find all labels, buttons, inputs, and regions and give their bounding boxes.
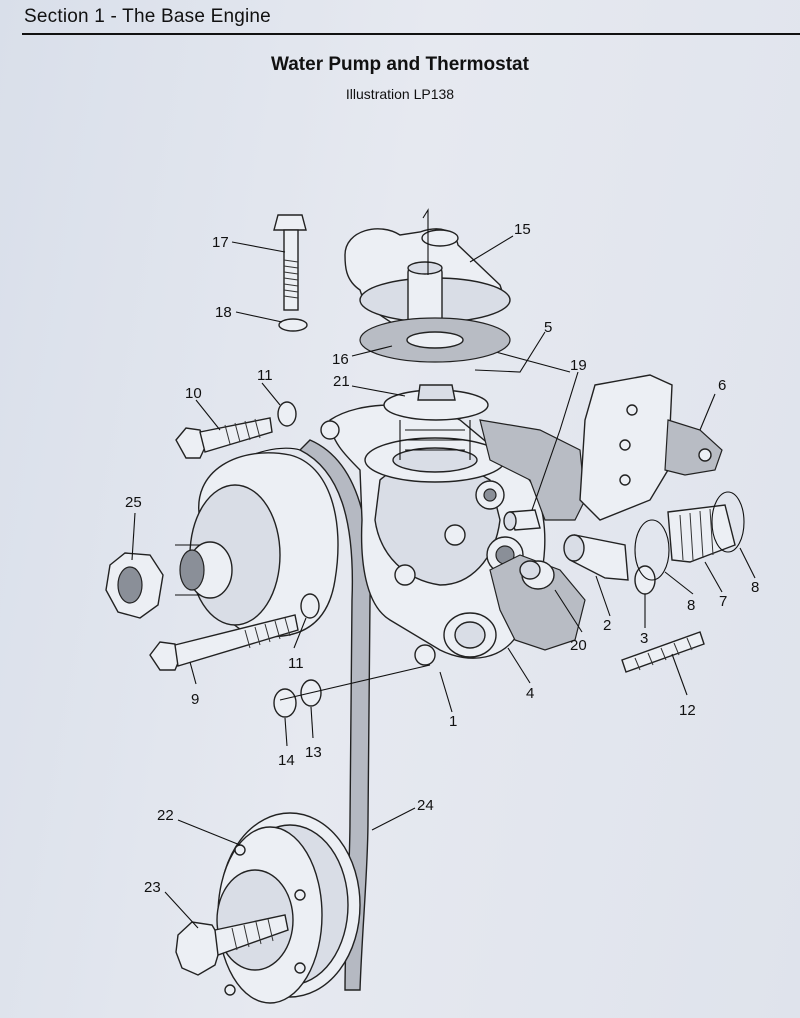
crankshaft-pulley <box>216 812 361 1004</box>
pump-gasket <box>489 554 586 651</box>
callout-19: 19 <box>570 357 587 374</box>
elbow-connector <box>667 504 736 563</box>
clip-8-right <box>711 491 745 553</box>
callout-9: 9 <box>191 691 199 708</box>
callout-10: 10 <box>185 385 202 402</box>
illustration-reference: Illustration LP138 <box>345 86 455 102</box>
callout-21: 21 <box>333 373 350 390</box>
callout-15: 15 <box>514 221 531 238</box>
callout-8-right: 8 <box>751 579 759 596</box>
washer-lower <box>300 593 320 619</box>
bypass-hose <box>563 534 629 581</box>
callout-18: 18 <box>215 304 232 321</box>
pulley-nut <box>105 552 164 619</box>
callout-7: 7 <box>719 593 727 610</box>
clip-8-left <box>634 519 670 581</box>
callout-6: 6 <box>718 377 726 394</box>
callout-2: 2 <box>603 617 611 634</box>
callout-25: 25 <box>125 494 142 511</box>
callout-24: 24 <box>417 797 434 814</box>
plug-19 <box>503 509 541 531</box>
thermostat-gasket-hole <box>406 331 464 349</box>
thermostat-housing <box>344 208 511 334</box>
crankshaft-bolt <box>175 914 289 976</box>
callout-12: 12 <box>679 702 696 719</box>
plug-20 <box>519 560 555 590</box>
housing-washer <box>278 318 308 332</box>
thermostat <box>383 384 489 460</box>
callout-4: 4 <box>526 685 534 702</box>
washer-upper <box>277 401 297 427</box>
callout-8-left: 8 <box>687 597 695 614</box>
callout-13: 13 <box>305 744 322 761</box>
mounting-bracket <box>469 344 723 521</box>
callout-22: 22 <box>157 807 174 824</box>
callout-3: 3 <box>640 630 648 647</box>
callout-11-lower: 11 <box>288 655 304 672</box>
callout-16: 16 <box>332 351 349 368</box>
callout-5: 5 <box>544 319 552 336</box>
section-header: Section 1 - The Base Engine <box>24 6 271 27</box>
callout-1: 1 <box>449 713 457 730</box>
housing-bolt <box>273 214 307 311</box>
pump-bolt-lower <box>149 614 299 671</box>
callout-11-upper: 11 <box>257 367 273 384</box>
callout-labels: 1 2 3 4 5 6 7 8 8 9 10 11 11 12 13 14 15… <box>125 221 759 896</box>
callout-23: 23 <box>144 879 161 896</box>
nut-14 <box>273 688 297 718</box>
stud <box>621 631 705 673</box>
callout-17: 17 <box>212 234 229 251</box>
header-rule <box>22 33 800 35</box>
callout-20: 20 <box>570 637 587 654</box>
page-title: Water Pump and Thermostat <box>271 54 529 75</box>
pump-bolt-upper <box>175 417 273 459</box>
leader-lines <box>131 235 756 929</box>
callout-14: 14 <box>278 752 295 769</box>
pump-pulley <box>175 452 339 638</box>
